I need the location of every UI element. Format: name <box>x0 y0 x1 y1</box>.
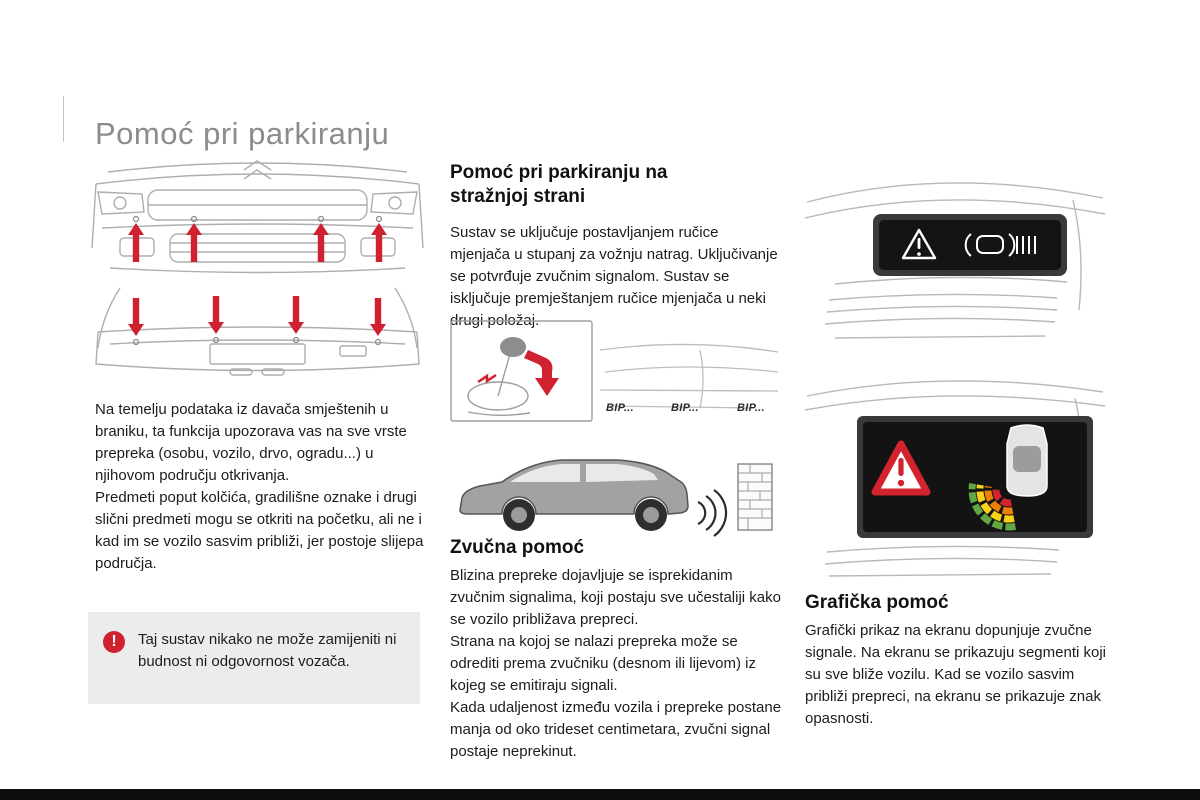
audio-paragraph-1: Blizina prepreke dojavljuje se isprekida… <box>450 567 781 628</box>
bip-sound-label: BIP... <box>671 402 699 414</box>
audio-assist-text-block: Blizina prepreke dojavljuje se isprekida… <box>450 565 786 763</box>
bip-sound-label: BIP... <box>737 402 765 414</box>
dashboard-display-warning-illustration <box>805 182 1105 339</box>
title-divider <box>63 96 64 142</box>
page-bottom-bar <box>0 789 1200 800</box>
car-with-sensors-icon <box>964 233 1036 257</box>
front-sensor-dots <box>132 215 383 223</box>
audio-assist-heading: Zvučna pomoć <box>450 537 585 558</box>
left-paragraph-1: Na temelju podataka iz davača smještenih… <box>95 401 407 484</box>
rear-bumper-sensors-illustration <box>95 287 420 376</box>
warning-text: Taj sustav nikako ne može zamijeniti ni … <box>138 631 397 670</box>
sound-waves-icon <box>697 489 728 537</box>
warning-note: ! Taj sustav nikako ne može zamijeniti n… <box>88 612 420 704</box>
brick-wall <box>737 463 773 531</box>
warning-exclamation <box>917 238 921 256</box>
left-text-block: Na temelju podataka iz davača smještenih… <box>95 399 429 575</box>
page-title: Pomoć pri parkiranju <box>95 116 390 151</box>
display-screen <box>879 220 1061 270</box>
dashboard-display-segments-illustration <box>805 380 1105 577</box>
warning-triangle-icon <box>901 228 937 260</box>
danger-triangle-icon <box>871 440 931 496</box>
front-window <box>510 464 580 482</box>
front-sensor-arrows <box>128 223 387 262</box>
car-front-sensors-illustration <box>91 160 424 274</box>
left-paragraph-2: Predmeti poput kolčića, gradilišne oznak… <box>95 489 424 572</box>
audio-paragraph-3: Kada udaljenost između vozila i prepreke… <box>450 699 782 760</box>
car-obstacle-distance-illustration <box>459 459 773 537</box>
gear-knob <box>500 337 526 357</box>
graphic-assist-heading: Grafička pomoć <box>805 592 949 613</box>
wheels <box>503 499 667 531</box>
audio-paragraph-2: Strana na kojoj se nalazi prepreka može … <box>450 633 756 694</box>
gear-lever-reverse-illustration <box>450 320 779 422</box>
reverse-arrow-icon <box>524 350 559 396</box>
exclamation-icon: ! <box>103 631 125 653</box>
console-line-art <box>599 343 779 409</box>
bip-sound-label: BIP... <box>606 402 634 414</box>
rear-parking-heading: Pomoć pri parkiranju na stražnjoj strani <box>450 162 668 207</box>
car-top-view-icon <box>1006 424 1048 497</box>
rear-sensor-dots <box>132 336 382 346</box>
rear-window <box>586 464 658 482</box>
gear-gate-marks <box>477 373 497 384</box>
distance-segments-icon <box>968 483 1016 531</box>
rear-parking-paragraph: Sustav se uključuje postavljanjem ručice… <box>450 224 778 329</box>
rear-sensor-arrows <box>128 296 386 336</box>
graphic-assist-paragraph: Grafički prikaz na ekranu dopunjuje zvuč… <box>805 622 1106 727</box>
